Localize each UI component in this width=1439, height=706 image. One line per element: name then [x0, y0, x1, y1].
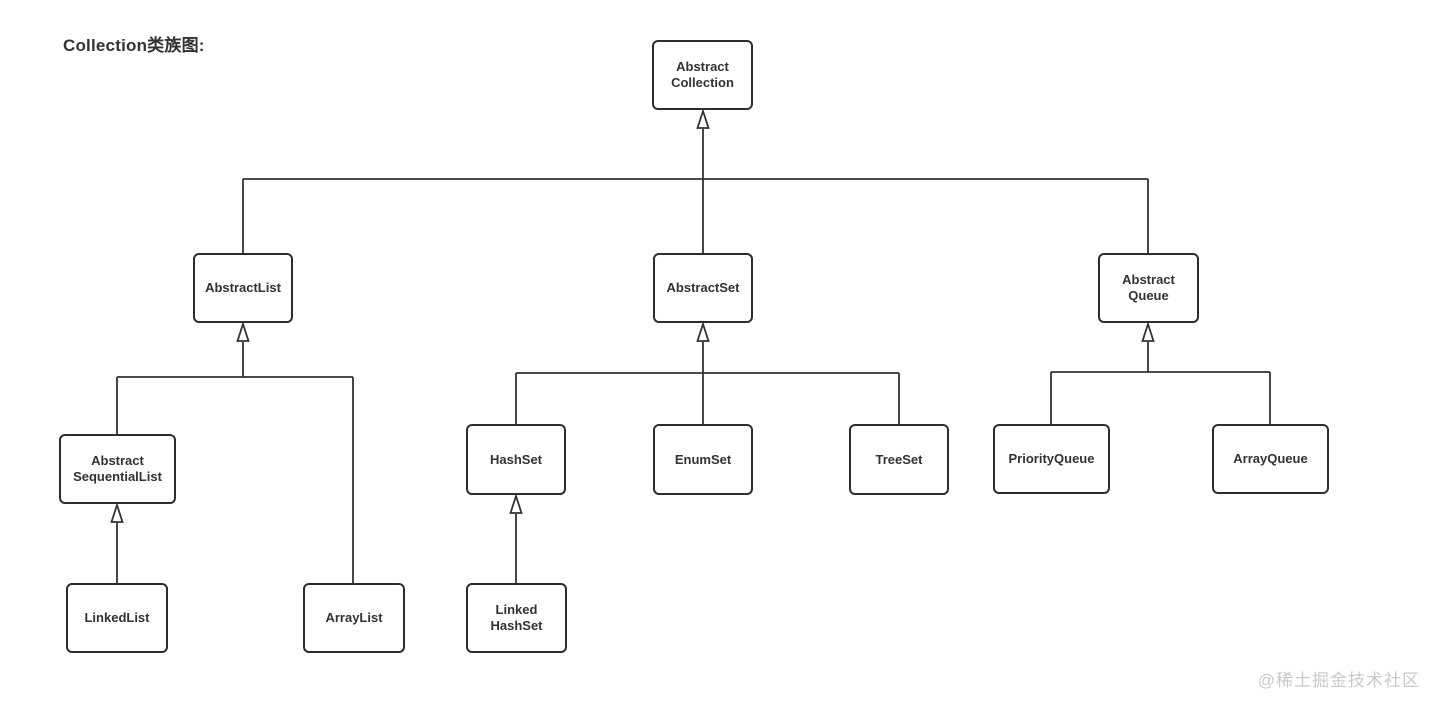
class-box-priority-queue: PriorityQueue — [993, 424, 1110, 494]
class-box-label: EnumSet — [674, 451, 732, 467]
class-box-abstract-queue: Abstract Queue — [1098, 253, 1199, 323]
class-box-array-list: ArrayList — [303, 583, 405, 653]
inheritance-arrow-icon — [1141, 321, 1155, 342]
class-box-tree-set: TreeSet — [849, 424, 949, 495]
inheritance-arrow-icon — [696, 108, 710, 129]
inheritance-arrow-icon — [236, 321, 250, 342]
class-box-label: PriorityQueue — [1008, 451, 1095, 466]
class-box-abstract-list: AbstractList — [193, 253, 293, 323]
class-box-array-queue: ArrayQueue — [1212, 424, 1329, 494]
class-box-abstract-set: AbstractSet — [653, 253, 753, 323]
watermark-text: @稀土掘金技术社区 — [1257, 671, 1420, 690]
class-box-label: Linked HashSet — [490, 602, 543, 633]
class-box-label: AbstractList — [205, 280, 281, 295]
class-box-hash-set: HashSet — [466, 424, 566, 495]
class-box-enum-set: EnumSet — [653, 424, 753, 495]
class-box-label: HashSet — [489, 451, 543, 467]
inheritance-arrow-icon — [696, 321, 710, 342]
class-box-label: Abstract Queue — [1122, 272, 1175, 303]
class-box-label: LinkedList — [84, 610, 150, 625]
class-box-label: AbstractSet — [666, 280, 740, 295]
class-box-label: ArrayList — [325, 610, 383, 625]
class-box-label: TreeSet — [875, 451, 923, 467]
class-box-label: Abstract SequentialList — [73, 453, 162, 484]
class-box-label: Abstract Collection — [671, 59, 734, 90]
inheritance-arrow-icon — [509, 493, 523, 514]
class-box-linked-list: LinkedList — [66, 583, 168, 653]
class-box-label: ArrayQueue — [1233, 451, 1308, 466]
class-box-abstract-collection: Abstract Collection — [652, 40, 753, 110]
page-title: Collection类族图: — [63, 36, 205, 55]
class-box-abstract-sequential-list: Abstract SequentialList — [59, 434, 176, 504]
class-box-linked-hash-set: Linked HashSet — [466, 583, 567, 653]
inheritance-arrow-icon — [110, 502, 124, 523]
